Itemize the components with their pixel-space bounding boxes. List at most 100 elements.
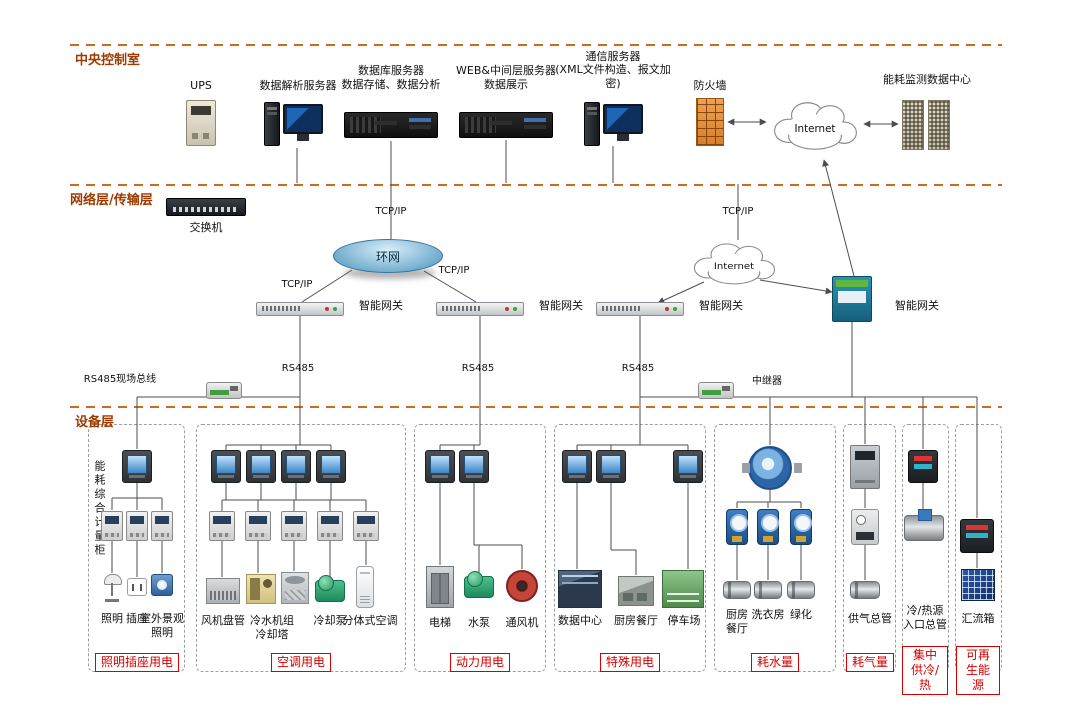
lighting-sub-meter-icon-1 — [101, 511, 123, 541]
hvac-meter-icon-1 — [211, 450, 241, 483]
hvac-meter-icon-4 — [316, 450, 346, 483]
special-meter-icon-1 — [562, 450, 592, 483]
fan-coil-icon — [206, 578, 240, 604]
category-label-hvac: 空调用电 — [270, 653, 332, 672]
layer-label-device: 设备层 — [75, 415, 115, 430]
lighting-main-meter-icon — [122, 450, 152, 483]
water-item-label-1: 厨房餐厅 — [726, 608, 748, 635]
hvac-din-meter-icon-5 — [353, 511, 379, 541]
pipe-icon-gas-main — [850, 581, 880, 599]
power-item-label-1: 电梯 — [429, 616, 451, 629]
parse-server-label: 数据解析服务器 — [259, 79, 337, 92]
switch-icon — [166, 198, 246, 216]
water-meter-icon-1 — [726, 509, 748, 545]
repeater-label: 中继器 — [752, 376, 782, 387]
gateway-1-label: 智能网关 — [359, 299, 403, 312]
cooling-tower-icon — [281, 572, 309, 604]
parse-server-tower-icon — [264, 102, 280, 146]
water-meter-icon-3 — [790, 509, 812, 545]
pipe-icon-greening — [787, 581, 815, 599]
web-server-label: WEB&中间层服务器 — [456, 64, 556, 77]
cabinet-label: 能耗综合计量柜 — [93, 460, 106, 558]
comm-server-sublabel: (XML文件构造、报文加密) — [555, 63, 671, 90]
special-meter-icon-3 — [673, 450, 703, 483]
hvac-din-meter-icon-3 — [281, 511, 307, 541]
datacenter-label: 能耗监测数据中心 — [883, 73, 971, 86]
db-server-label: 数据库服务器 — [358, 64, 424, 77]
lighting-item-label-2: 插座 — [126, 612, 148, 625]
repeater-1-icon — [206, 382, 242, 399]
rs485-label-1: RS485 — [281, 363, 315, 374]
hvac-item-label-3: 冷却泵 — [313, 614, 347, 627]
lighting-sub-meter-icon-2 — [126, 511, 148, 541]
hvac-meter-icon-3 — [281, 450, 311, 483]
category-label-lighting: 照明插座用电 — [94, 653, 180, 672]
parse-server-monitor-icon — [283, 104, 323, 141]
water-meter-icon-2 — [757, 509, 779, 545]
layer-divider-middle — [70, 184, 1002, 186]
datacenter-photo — [558, 570, 602, 608]
special-item-label-3: 停车场 — [667, 614, 701, 627]
category-label-power: 动力用电 — [449, 653, 511, 672]
rs485-bus-label: RS485现场总线 — [83, 374, 157, 385]
category-label-cooling: 集中供冷/热 — [902, 646, 948, 695]
internet-cloud-mid: Internet — [693, 243, 776, 285]
lamp-icon — [102, 574, 122, 602]
hvac-item-label-1: 风机盘管 — [201, 614, 245, 627]
power-item-label-2: 水泵 — [468, 616, 490, 629]
rs485-label-3: RS485 — [621, 363, 655, 374]
ring-network-label: 环网 — [375, 249, 400, 264]
hvac-item-label-4: 分体式空调 — [342, 614, 398, 627]
special-item-label-2: 厨房餐厅 — [614, 614, 658, 627]
db-server-sublabel: 数据存储、数据分析 — [341, 78, 441, 91]
power-meter-icon-2 — [459, 450, 489, 483]
web-server-sublabel: 数据展示 — [484, 78, 528, 91]
firewall-icon — [696, 98, 724, 146]
datacenter-rack-icon-2 — [928, 100, 950, 150]
split-ac-icon — [356, 566, 374, 608]
web-server-icon — [459, 112, 553, 138]
ventilator-icon — [506, 570, 538, 602]
hvac-item-label-2: 冷水机组 冷却塔 — [250, 614, 294, 641]
power-item-label-3: 通风机 — [505, 616, 539, 629]
gateway-3-label: 智能网关 — [699, 299, 743, 312]
chiller-icon — [246, 574, 276, 604]
internet-cloud-mid-label: Internet — [714, 261, 754, 271]
layer-divider-bottom — [70, 406, 1002, 408]
cooling-meter-icon — [908, 450, 938, 483]
internet-cloud-top-label: Internet — [795, 123, 836, 135]
water-meter-large-icon — [742, 446, 792, 490]
repeater-2-icon — [698, 382, 734, 399]
lighting-item-label-3: 室外景观照明 — [140, 612, 184, 639]
ring-network-node: 环网 — [333, 239, 443, 273]
ups-label: UPS — [190, 79, 212, 92]
ups-icon — [186, 100, 216, 146]
internet-cloud-top: Internet — [774, 102, 857, 150]
gateway-3-icon — [596, 302, 684, 316]
switch-label: 交换机 — [189, 221, 223, 234]
db-server-icon — [344, 112, 438, 138]
tcpip-label-3: TCP/IP — [438, 265, 470, 276]
hvac-din-meter-icon-2 — [245, 511, 271, 541]
gateway-2-icon — [436, 302, 524, 316]
cooling-pump-icon — [315, 575, 345, 602]
combiner-meter-icon — [960, 519, 994, 553]
pipe-icon-laundry — [754, 581, 782, 599]
socket-icon — [127, 578, 147, 596]
water-item-label-3: 绿化 — [790, 608, 812, 621]
hvac-meter-icon-2 — [246, 450, 276, 483]
comm-server-tower-icon — [584, 102, 600, 146]
outdoor-light-icon — [151, 574, 173, 596]
water-pump-icon — [464, 571, 494, 598]
kitchen-photo — [618, 576, 654, 606]
renewable-item-label-1: 汇流箱 — [961, 612, 995, 625]
hvac-din-meter-icon-4 — [317, 511, 343, 541]
gateway-4-icon — [832, 276, 872, 322]
special-item-label-1: 数据中心 — [558, 614, 602, 627]
tcpip-label-1: TCP/IP — [375, 206, 407, 217]
layer-label-control-room: 中央控制室 — [75, 53, 141, 68]
rs485-label-2: RS485 — [461, 363, 495, 374]
gateway-1-icon — [256, 302, 344, 316]
category-label-gas: 耗气量 — [845, 653, 895, 672]
